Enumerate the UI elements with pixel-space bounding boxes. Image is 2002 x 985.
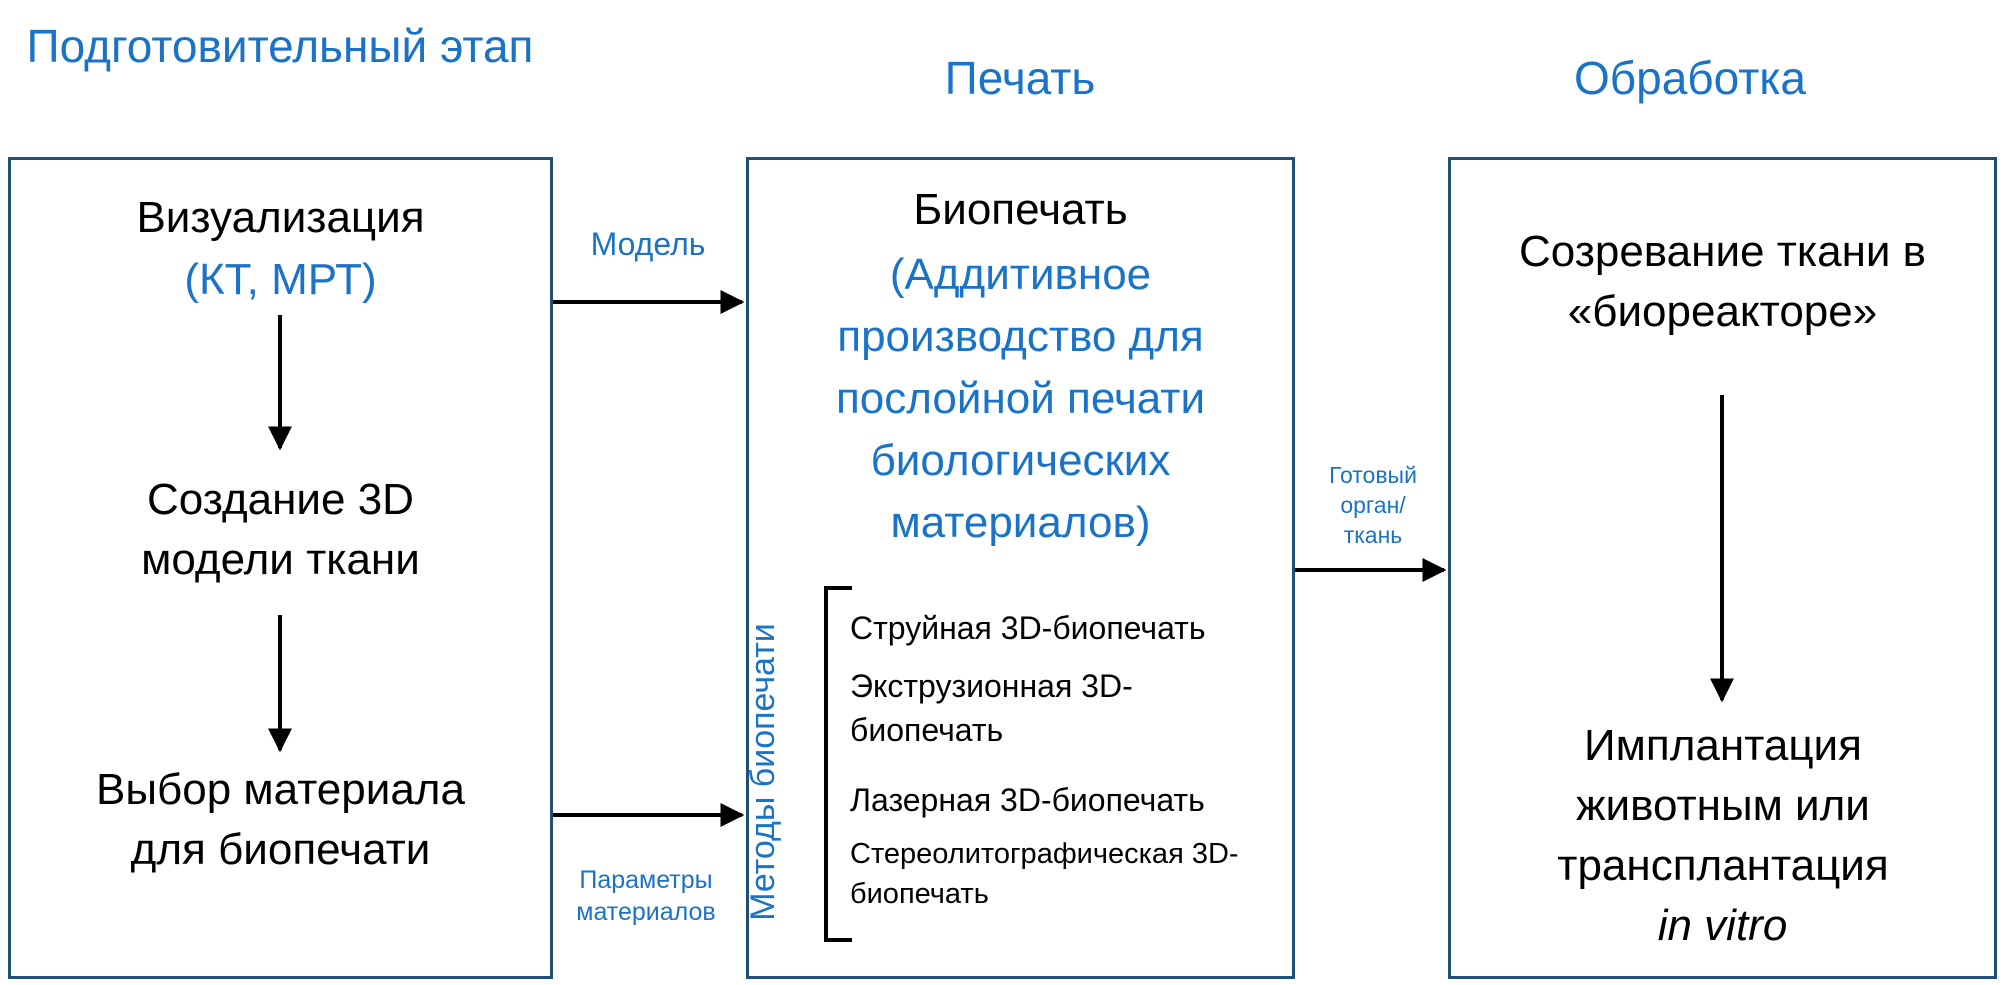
bioprinting-subtitle: (Аддитивное производство для послойной п… [835, 250, 1206, 547]
visualization-label: Визуализация [136, 193, 425, 242]
visualization-methods: (КТ, МРТ) [184, 255, 377, 304]
method-item-stereolithography: Стереолитографическая 3D-биопечать [850, 838, 1239, 910]
connector-label-finished-organ: Готовый орган/ ткань [1329, 462, 1417, 548]
maturation-label: Созревание ткани в «биореакторе» [1518, 227, 1927, 336]
prep-box [8, 157, 553, 979]
bioprinting-title: Биопечать [913, 185, 1128, 234]
stage-header-print: Печать [944, 52, 1096, 104]
method-item-inkjet: Струйная 3D-биопечать [850, 610, 1206, 646]
in-vitro-label: in vitro [1657, 901, 1788, 950]
methods-vertical-label: Методы биопечати [744, 623, 782, 921]
connector-label-model: Модель [590, 226, 706, 262]
print-box [746, 157, 1295, 979]
material-choice-label: Выбор материала для биопечати [96, 765, 465, 874]
stage-header-process: Обработка [1574, 52, 1806, 104]
methods-bracket [824, 586, 852, 942]
method-item-laser: Лазерная 3D-биопечать [850, 782, 1205, 818]
implantation-label: Имплантация животным или трансплантация [1557, 721, 1889, 890]
connector-label-material-params: Параметры материалов [576, 866, 716, 926]
model-creation-label: Создание 3D модели ткани [141, 475, 420, 584]
stage-header-prep: Подготовительный этап [26, 20, 534, 72]
method-item-extrusion: Экструзионная 3D-биопечать [850, 668, 1133, 748]
